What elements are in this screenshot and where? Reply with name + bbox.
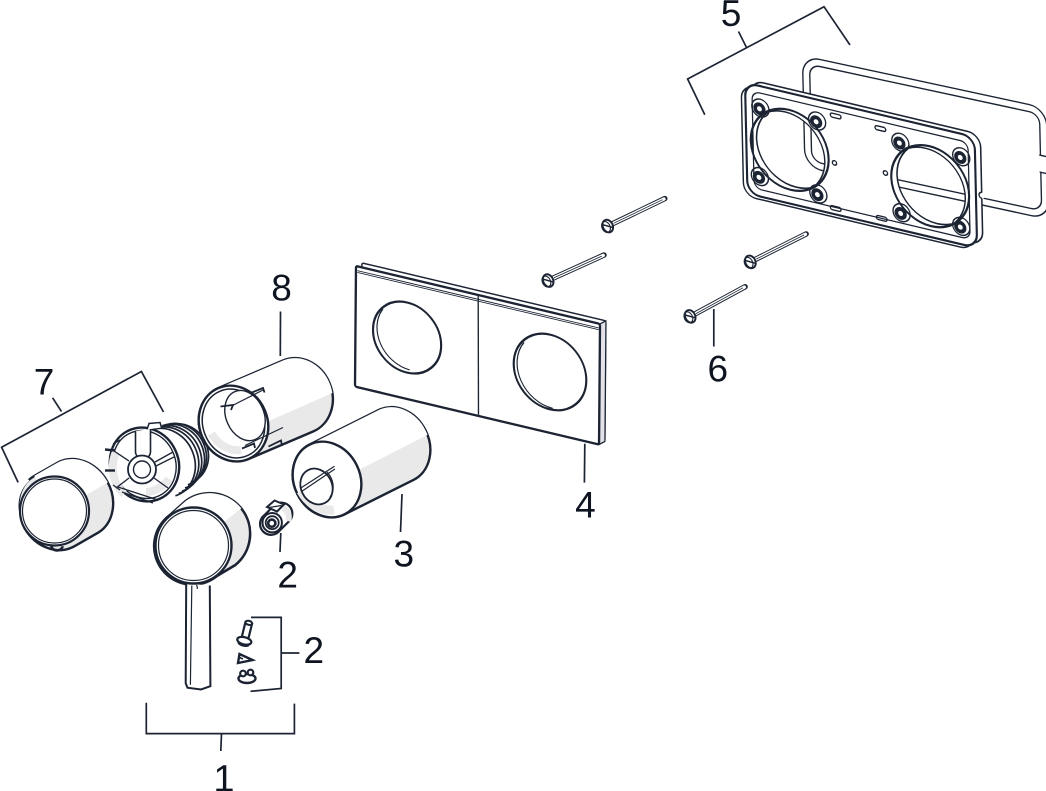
svg-text:6: 6 bbox=[708, 349, 729, 390]
svg-text:5: 5 bbox=[721, 0, 742, 34]
svg-text:7: 7 bbox=[34, 362, 55, 403]
svg-text:8: 8 bbox=[271, 268, 292, 309]
svg-text:4: 4 bbox=[575, 485, 596, 526]
svg-text:1: 1 bbox=[213, 759, 234, 791]
svg-text:2: 2 bbox=[277, 555, 298, 596]
svg-text:3: 3 bbox=[394, 534, 415, 575]
svg-text:2: 2 bbox=[304, 630, 325, 671]
